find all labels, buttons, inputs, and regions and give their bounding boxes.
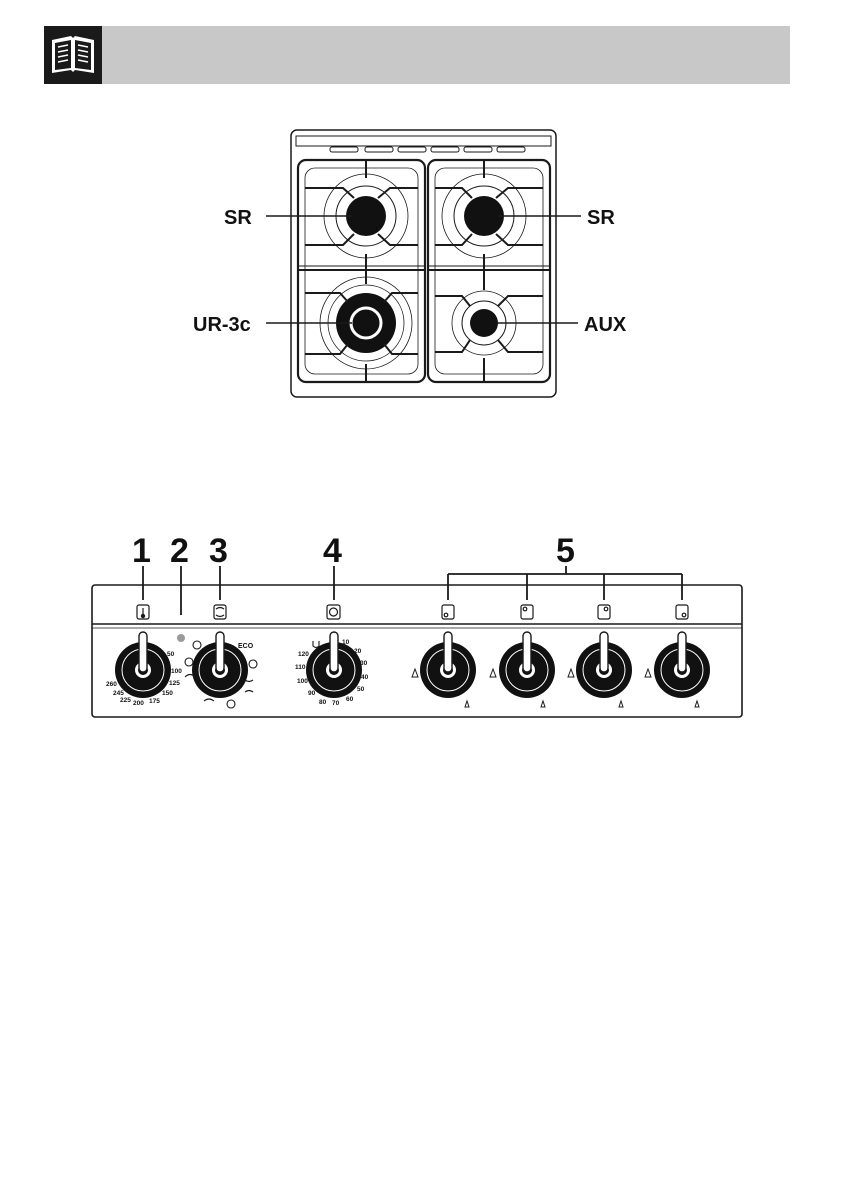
knob-timer[interactable] bbox=[306, 632, 362, 698]
knob-burner-3[interactable] bbox=[576, 632, 632, 698]
burner-rear-right bbox=[435, 160, 543, 270]
timer-100: 100 bbox=[297, 678, 308, 685]
scale-225: 225 bbox=[120, 697, 131, 704]
control-panel bbox=[92, 585, 742, 717]
burner-label-sr-right: SR bbox=[587, 207, 615, 229]
hob-top-view bbox=[291, 130, 556, 397]
oven-function-icon bbox=[214, 605, 226, 619]
top-bottom-heat-icon bbox=[245, 680, 253, 682]
callout-5: 5 bbox=[556, 532, 575, 570]
knob-burner-4[interactable] bbox=[654, 632, 710, 698]
timer-10: 10 bbox=[342, 639, 350, 646]
timer-50: 50 bbox=[357, 686, 365, 693]
defrost-icon bbox=[227, 700, 235, 708]
scale-100: 100 bbox=[171, 668, 182, 675]
flame-small-icon bbox=[619, 701, 623, 707]
grill-fan-icon bbox=[249, 660, 257, 668]
manual-hand-icon bbox=[313, 641, 319, 648]
timer-120: 120 bbox=[298, 651, 309, 658]
flame-large-icon bbox=[645, 669, 651, 677]
callout-4: 4 bbox=[323, 532, 342, 570]
fan-icon bbox=[193, 641, 201, 649]
timer-70: 70 bbox=[332, 700, 340, 707]
burner-position-rear-left-icon bbox=[521, 605, 533, 619]
callout-2: 2 bbox=[170, 532, 189, 570]
scale-150: 150 bbox=[162, 690, 173, 697]
callout-3: 3 bbox=[209, 532, 228, 570]
timer-60: 60 bbox=[346, 696, 354, 703]
timer-110: 110 bbox=[295, 664, 306, 671]
timer-icon bbox=[327, 605, 340, 619]
flame-large-icon bbox=[568, 669, 574, 677]
burner-position-rear-right-icon bbox=[598, 605, 610, 619]
burner-label-aux: AUX bbox=[584, 314, 627, 336]
burner-front-left bbox=[305, 160, 418, 270]
thermometer-icon bbox=[137, 605, 149, 619]
timer-80: 80 bbox=[319, 699, 327, 706]
burner-position-front-left-icon bbox=[442, 605, 454, 619]
top-heat-icon bbox=[204, 699, 214, 701]
burner-label-ur3c: UR-3c bbox=[193, 314, 251, 336]
scale-260: 260 bbox=[106, 681, 117, 688]
burner-auxiliary bbox=[435, 270, 543, 382]
callout-1: 1 bbox=[132, 532, 151, 570]
scale-125: 125 bbox=[169, 680, 180, 687]
flame-small-icon bbox=[695, 701, 699, 707]
knob-burner-1[interactable] bbox=[420, 632, 476, 698]
eco-label: ECO bbox=[238, 643, 254, 650]
fan-grill-icon bbox=[185, 658, 193, 666]
flame-large-icon bbox=[412, 669, 418, 677]
knob-oven-function[interactable] bbox=[192, 632, 248, 698]
burner-front-left-triple bbox=[305, 270, 418, 382]
indicator-light bbox=[177, 634, 185, 642]
burner-position-front-right-icon bbox=[676, 605, 688, 619]
timer-20: 20 bbox=[354, 648, 362, 655]
scale-200: 200 bbox=[133, 700, 144, 707]
flame-small-icon bbox=[541, 701, 545, 707]
scale-50: 50 bbox=[167, 651, 175, 658]
flame-small-icon bbox=[465, 701, 469, 707]
burner-label-sr-left: SR bbox=[224, 207, 252, 229]
scale-175: 175 bbox=[149, 698, 160, 705]
timer-30: 30 bbox=[360, 660, 368, 667]
flame-large-icon bbox=[490, 669, 496, 677]
knob-burner-2[interactable] bbox=[499, 632, 555, 698]
timer-90: 90 bbox=[308, 690, 316, 697]
timer-40: 40 bbox=[361, 674, 369, 681]
scale-245: 245 bbox=[113, 690, 124, 697]
knob-thermostat[interactable] bbox=[115, 632, 171, 698]
